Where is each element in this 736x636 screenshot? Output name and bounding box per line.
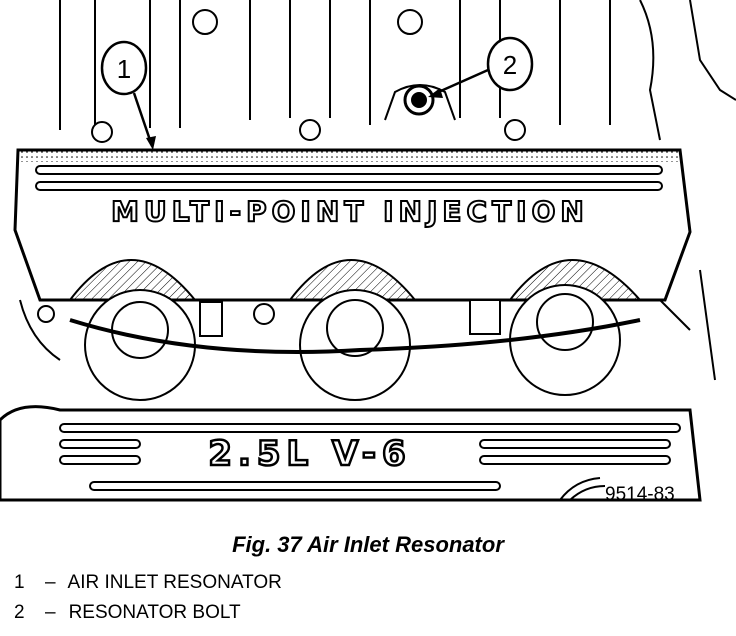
legend-item-1-number: 1 (14, 572, 25, 593)
legend-item-1-label: AIR INLET RESONATOR (67, 572, 282, 593)
air-inlet-resonator: MULTI-POINT INJECTION (13, 148, 692, 302)
injector-housings (19, 269, 716, 401)
upper-engine-background (59, 0, 736, 143)
engine-illustration: MULTI-POINT INJECTION 2.5L V-6 1 (0, 0, 736, 505)
callout-1: 1 (100, 40, 156, 150)
legend-separator: – (44, 572, 56, 593)
cover-text-bottom: 2.5L V-6 (208, 434, 411, 474)
legend-item-2: 2 – RESONATOR BOLT (14, 598, 282, 628)
cover-text-top: MULTI-POINT INJECTION (111, 195, 589, 228)
callout-2-number: 2 (503, 50, 517, 80)
figure-caption: Fig. 37 Air Inlet Resonator (232, 532, 504, 557)
callout-1-number: 1 (117, 54, 131, 84)
legend-item-2-label: RESONATOR BOLT (68, 602, 241, 623)
legend-separator: – (44, 602, 56, 623)
resonator-bolt-head (403, 84, 435, 116)
lower-engine-cover: 2.5L V-6 (0, 405, 702, 502)
legend: 1 – AIR INLET RESONATOR 2 – RESONATOR BO… (14, 568, 282, 628)
legend-item-1: 1 – AIR INLET RESONATOR (14, 568, 282, 598)
figure-number: 9514-83 (605, 484, 675, 505)
callout-2: 2 (428, 36, 534, 98)
legend-item-2-number: 2 (14, 602, 25, 623)
